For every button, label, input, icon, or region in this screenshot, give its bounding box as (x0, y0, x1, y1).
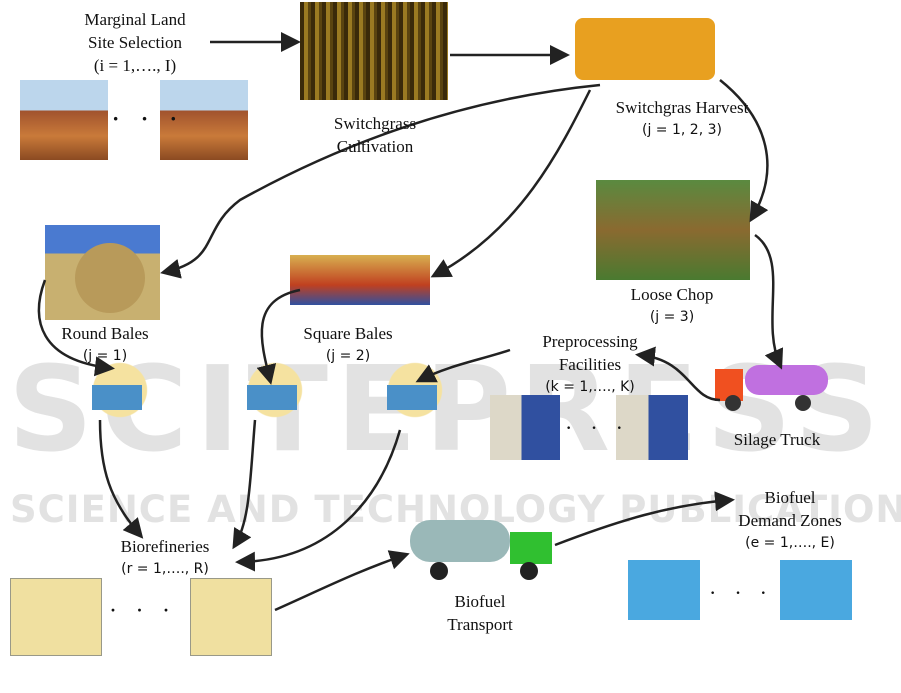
label-line: Demand Zones (738, 511, 842, 530)
label-line: Cultivation (336, 137, 414, 156)
label-line: Switchgrass (333, 114, 417, 133)
arrow (554, 491, 735, 547)
label-line: Biofuel (454, 592, 506, 611)
index-label: (r = 1,…., R) (121, 561, 209, 577)
ellipsis: · · · (566, 420, 631, 437)
biorefineries-label: Biorefineries (r = 1,…., R) (121, 535, 210, 581)
label-line: Round Bales (61, 324, 149, 343)
ellipsis: · · · (112, 106, 186, 131)
square-bales-label: Square Bales (j = 2) (303, 322, 392, 368)
index-label: (i = 1,…., I) (93, 56, 177, 75)
arrow (235, 429, 402, 572)
arrow (160, 83, 601, 279)
switchgrass-image (300, 2, 448, 100)
index-label: (j = 2) (325, 348, 371, 364)
round-bales-label: Round Bales (j = 1) (61, 322, 148, 368)
index-label: (e = 1,…., E) (745, 535, 835, 551)
loose-chop-label: Loose Chop (j = 3) (631, 283, 714, 329)
preprocessing-facility-image (490, 395, 560, 460)
index-label: (j = 1, 2, 3) (642, 122, 722, 138)
label-line: Square Bales (303, 324, 393, 343)
label-line: Biorefineries (120, 537, 210, 556)
label-line: Marginal Land (84, 10, 186, 29)
biorefinery-image (10, 578, 102, 656)
label-line: Transport (447, 615, 513, 634)
truck-icon (80, 355, 160, 425)
index-label: (j = 3) (649, 309, 695, 325)
ellipsis: · · · (710, 585, 775, 602)
field-image (160, 80, 248, 160)
bale-shape (75, 243, 145, 313)
arrow (635, 346, 721, 402)
label-line: Preprocessing (542, 332, 638, 351)
arrow (232, 419, 257, 550)
arrow (719, 79, 769, 223)
label-line: Biofuel (764, 488, 816, 507)
arrow (37, 279, 115, 377)
ellipsis: · · · (110, 600, 178, 620)
label-line: Loose Chop (630, 285, 714, 304)
label-line: Silage Truck (733, 430, 821, 449)
preprocessing-facility-image (616, 395, 688, 460)
silage-truck-label: Silage Truck (734, 428, 820, 451)
arrow (754, 233, 784, 370)
arrow (256, 288, 301, 385)
harvest-label: Switchgras Harvest (j = 1, 2, 3) (616, 96, 749, 142)
square-bales-image (290, 255, 430, 305)
biofuel-tanker-image (410, 520, 555, 585)
label-line: Switchgras Harvest (615, 98, 749, 117)
arrow (430, 89, 592, 278)
arrow (274, 550, 410, 612)
fuel-pump-image (628, 560, 700, 620)
truck-icon (375, 355, 455, 425)
index-label: (k = 1,…., K) (545, 379, 635, 395)
fuel-pump-image (780, 560, 852, 620)
arrow (415, 348, 511, 383)
biorefinery-image (190, 578, 272, 656)
silage-truck-image (715, 365, 828, 413)
index-label: (j = 1) (82, 348, 128, 364)
loose-chop-image (596, 180, 750, 280)
arrow (98, 419, 144, 539)
label-line: Site Selection (88, 33, 182, 52)
harvester-image (575, 18, 715, 80)
field-image (20, 80, 108, 160)
label-line: Facilities (558, 355, 622, 374)
round-bales-image (45, 225, 160, 320)
